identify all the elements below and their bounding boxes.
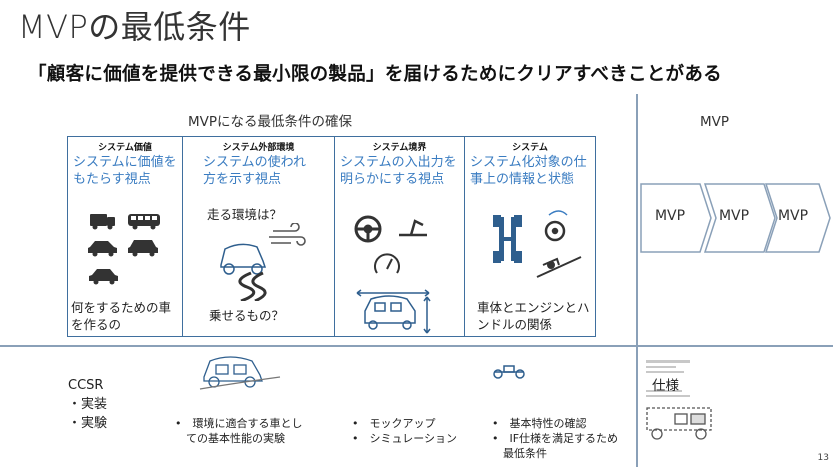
steering-wheel-icon — [354, 215, 382, 243]
vehicles-icon — [88, 214, 160, 285]
boundary-icons — [354, 215, 431, 334]
page-number: 13 — [817, 453, 829, 463]
panel-header: システム価値 — [98, 143, 152, 153]
slide-title: MVPの最低条件 — [18, 8, 251, 46]
panel-header: システム — [512, 143, 548, 153]
steering-wheel-icon — [544, 210, 568, 242]
truck-spec-icon — [646, 407, 712, 440]
panel-relation: 車体とエンジンとハンドルの関係 — [477, 300, 590, 332]
truck-icon — [90, 214, 115, 230]
mvp-arrow-2: MVP — [703, 183, 776, 253]
system-icons — [493, 210, 582, 278]
panel-header: システム境界 — [372, 143, 427, 153]
chassis-small-icon — [493, 365, 525, 379]
panel-system: システム システム化対象の仕事上の情報と状態 車体とエンジンとハンドルの関係 — [464, 136, 596, 337]
speedometer-icon — [374, 253, 400, 274]
panel-question-passengers: 乗せるもの？ — [209, 308, 285, 323]
car-icon — [220, 243, 267, 275]
horizontal-divider — [0, 345, 833, 347]
ccsr-item-implementation: ・実装 — [68, 397, 108, 412]
mvp-label: MVP — [654, 208, 686, 224]
panel-description: システム化対象の仕事上の情報と状態 — [470, 155, 587, 187]
panel-header: システム外部環境 — [222, 143, 295, 153]
panel-external-environment: システム外部環境 システムの使われ方を示す視点 走る環境は？ 乗せるもの？ — [182, 136, 335, 337]
panel-question: 何をするための車を作るの — [71, 300, 172, 332]
mvp-label: MVP — [777, 208, 809, 224]
pedal-icon — [399, 219, 427, 237]
panel-description: システムの入出力を明らかにする視点 — [340, 155, 457, 187]
panel-system-value: システム価値 システムに価値をもたらす視点 何をするための車を作るの — [67, 136, 183, 337]
left-section-title: MVPになる最低条件の確保 — [188, 114, 353, 130]
panel-description: システムに価値をもたらす視点 — [73, 155, 177, 187]
spec-document-icon — [646, 360, 690, 397]
panel-description: システムの使われ方を示す視点 — [203, 155, 306, 187]
wind-icon — [269, 223, 306, 246]
panel-system-boundary: システム境界 システムの入出力を明らかにする視点 — [334, 136, 465, 337]
bullet-col1-line1: • 環境に適合する車とし — [175, 417, 303, 430]
car-experiment-icon — [199, 356, 281, 390]
chassis-icon — [493, 215, 522, 263]
mvp-arrow-1: MVP — [640, 183, 712, 253]
panel-question-environment: 走る環境は？ — [207, 207, 283, 222]
bullet-col2-line1: • モックアップ — [352, 417, 436, 430]
right-section-title: MVP — [700, 114, 730, 130]
ccsr-label: CCSR — [68, 378, 104, 393]
bullet-col3-line2: • IF仕様を満足するため — [492, 432, 619, 445]
bullet-col2-line2: • シミュレーション — [352, 432, 458, 445]
mvp-arrow-3: MVP — [764, 183, 831, 253]
vertical-divider — [636, 94, 638, 467]
car-on-road-icon — [220, 223, 306, 301]
mvp-label: MVP — [718, 208, 750, 224]
ccsr-item-experiment: ・実験 — [68, 416, 108, 431]
winding-road-icon — [238, 271, 267, 301]
slope-icon — [536, 256, 582, 278]
spec-label: 仕様 — [652, 378, 679, 394]
bullet-col1-line2: ての基本性能の実験 — [175, 432, 285, 445]
car-icon — [356, 289, 431, 334]
bullet-col3-line3: 最低条件 — [492, 447, 547, 460]
bus-icon — [128, 214, 160, 230]
car-icon — [88, 240, 158, 285]
slide-subtitle: 「顧客に価値を提供できる最小限の製品」を届けるためにクリアすべきことがある — [28, 64, 722, 85]
bullet-col3-line1: • 基本特性の確認 — [492, 417, 587, 430]
